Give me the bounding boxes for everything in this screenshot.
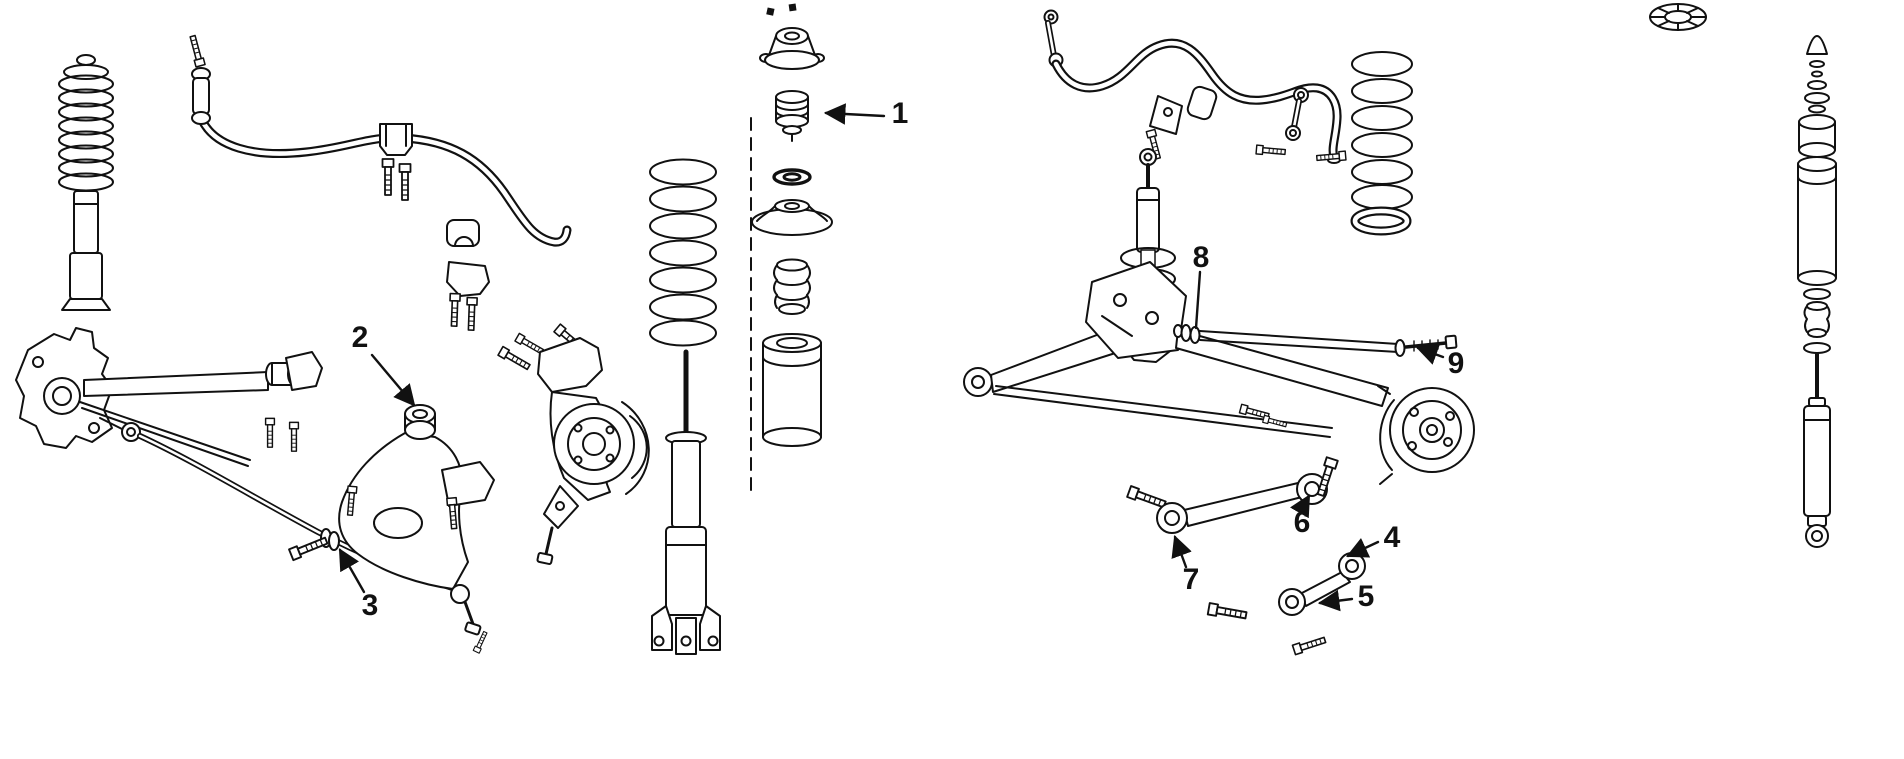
shock-bump-stop xyxy=(1803,301,1831,338)
strut-exploded-column xyxy=(649,3,833,655)
front-hub-knuckle xyxy=(497,323,650,565)
rear-coil-spring xyxy=(1350,51,1413,236)
stabilizer-end-link xyxy=(187,34,211,125)
front-strut-assembly xyxy=(58,54,114,311)
shock-dust-tube xyxy=(1797,156,1837,286)
rear-stabilizer-bar xyxy=(1043,9,1347,164)
rear-upper-link xyxy=(1126,456,1339,534)
callout-label-6: 6 xyxy=(1293,506,1311,539)
callout-label-1: 1 xyxy=(891,97,909,130)
upper-spring-seat xyxy=(751,199,833,236)
dust-boot xyxy=(762,333,822,447)
front-lower-control-arm xyxy=(338,404,495,654)
callout-label-7: 7 xyxy=(1182,563,1200,596)
callout-1-arrow xyxy=(823,103,886,125)
callout-label-2: 2 xyxy=(351,321,369,354)
front-knuckle-left xyxy=(15,327,125,449)
ball-joint xyxy=(450,584,489,654)
callout-label-5: 5 xyxy=(1357,580,1375,613)
rear-lower-link xyxy=(1206,552,1366,656)
callout-3-arrow xyxy=(338,548,366,594)
callout-6-arrow xyxy=(1289,494,1311,519)
callout-9-arrow xyxy=(1415,344,1445,365)
stabilizer-clamp xyxy=(379,123,413,201)
stabilizer-bracket xyxy=(446,261,490,332)
front-stabilizer-bar xyxy=(187,34,572,332)
rear-shock-exploded-column xyxy=(1797,35,1837,548)
callout-label-9: 9 xyxy=(1447,347,1465,380)
rear-shock-absorber xyxy=(1803,352,1831,548)
arm-bracket xyxy=(441,461,495,530)
strut-mount-bushing-part-1 xyxy=(775,90,809,142)
callout-2-arrow xyxy=(370,353,416,407)
rear-lateral-links xyxy=(1126,456,1366,656)
rear-spring-upper-seat xyxy=(1649,3,1707,31)
callout-label-3: 3 xyxy=(361,589,379,622)
callout-4-arrow xyxy=(1346,537,1380,558)
shock-cup xyxy=(1798,114,1836,158)
rear-hub-drum xyxy=(1377,385,1475,485)
rear-axle-assembly xyxy=(963,148,1475,485)
callout-label-8: 8 xyxy=(1192,241,1210,274)
callout-label-4: 4 xyxy=(1383,521,1401,554)
callout-7-arrow xyxy=(1171,534,1192,569)
stabilizer-bushing xyxy=(446,219,480,247)
strut-shock-body xyxy=(651,349,721,655)
strut-top-mount xyxy=(759,27,825,70)
rear-stabilizer-bracket xyxy=(1145,85,1218,161)
bump-stop xyxy=(773,258,811,315)
callout-leader-lines xyxy=(338,103,1445,612)
strut-bearing xyxy=(772,168,812,186)
front-tension-rod xyxy=(79,351,323,467)
callout-8-line xyxy=(1194,270,1202,330)
rear-spring-rubber-seat xyxy=(1350,206,1412,236)
rear-stabilizer-end-link xyxy=(1255,87,1347,164)
callout-5-arrow xyxy=(1317,589,1354,612)
front-coil-spring xyxy=(649,158,717,347)
